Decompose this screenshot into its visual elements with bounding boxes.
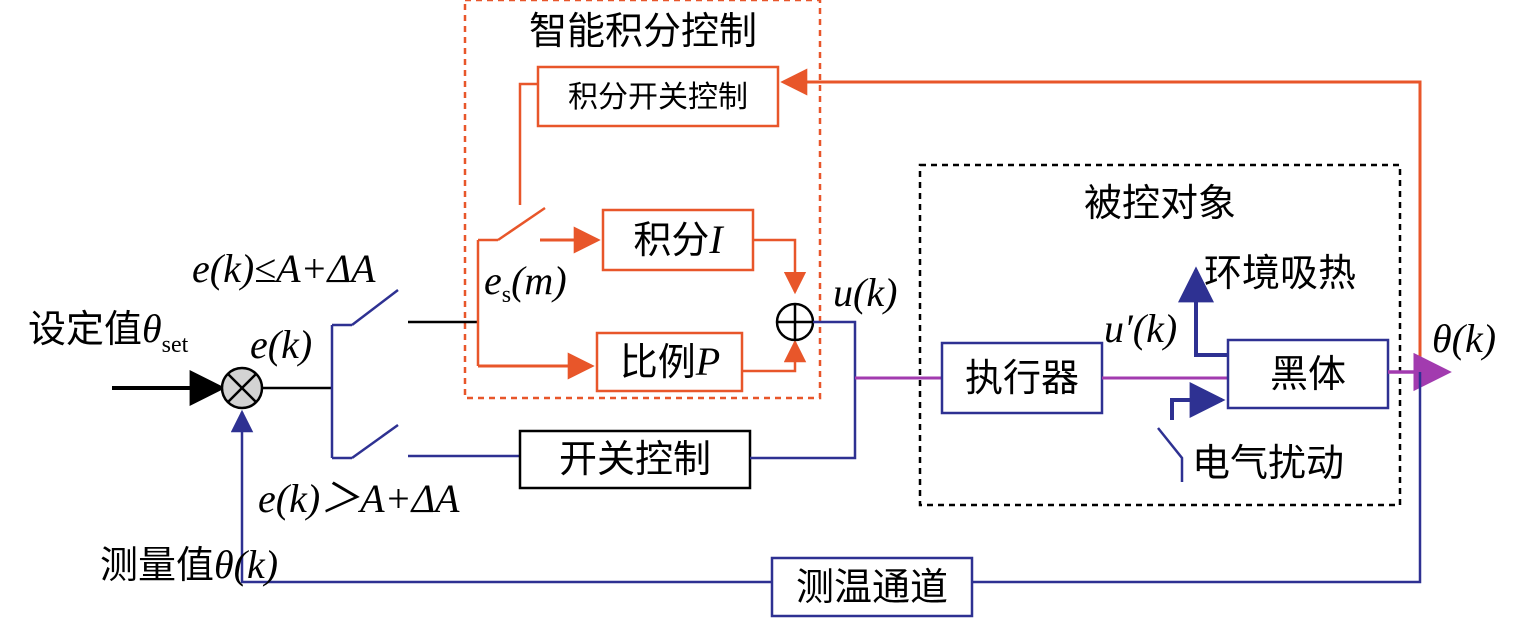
switch-control-to-u [750,378,857,460]
es-label: es(m) [484,258,567,308]
env-absorb-arrow [1178,266,1228,357]
controlled-object-title: 被控对象 [1084,181,1236,225]
intelligent-integral-group [463,0,822,400]
feedback-to-input [230,409,772,584]
setpoint-label: 设定值θset [28,306,189,358]
integral-switch-control-block [536,65,780,128]
integral-to-sum [753,238,807,295]
feedback-to-integral-control [780,68,1422,372]
blackbody-label: 黑体 [1270,352,1346,396]
error-label: e(k) [250,322,312,367]
condition-gt-label: e(k)＞A+ΔA [258,476,460,521]
u-label: u(k) [833,270,897,315]
integral-switch-link [518,82,538,205]
feedback-loop [972,372,1422,584]
intelligent-integral-title: 智能积分控制 [529,9,757,53]
switch-control-block [518,429,752,490]
disturbance-arrow [1170,382,1226,420]
integral-label: 积分I [633,217,724,262]
proportional-label: 比例P [620,339,720,384]
integral-switch-lever [497,206,546,242]
temp-channel-block [770,556,974,618]
temp-channel-label: 测温通道 [796,565,948,609]
blackbody-block [1226,338,1390,410]
summing-junction-input [220,366,264,410]
condition-le-label: e(k)≤A+ΔA [192,246,376,291]
env-absorb-label: 环境吸热 [1204,251,1356,295]
proportional-block [595,331,744,393]
switch-bottom-lever [351,423,399,460]
switch-top-lever [351,289,399,326]
theta-output-label: θ(k) [1432,316,1496,361]
measured-label: 测量值θ(k) [100,542,278,587]
integral-switch-control-label: 积分开关控制 [568,80,748,115]
summing-junction-controller [775,302,815,342]
elec-disturb-label: 电气扰动 [1192,441,1344,485]
integral-block [601,208,755,272]
disturbance-switch [1157,427,1184,482]
actuator-label: 执行器 [965,356,1079,400]
u-prime-label: u′(k) [1104,306,1177,351]
controlled-object-group [918,163,1402,507]
proportional-to-sum [742,339,807,373]
switch-control-label: 开关控制 [559,437,711,481]
sum-to-u [813,320,857,378]
